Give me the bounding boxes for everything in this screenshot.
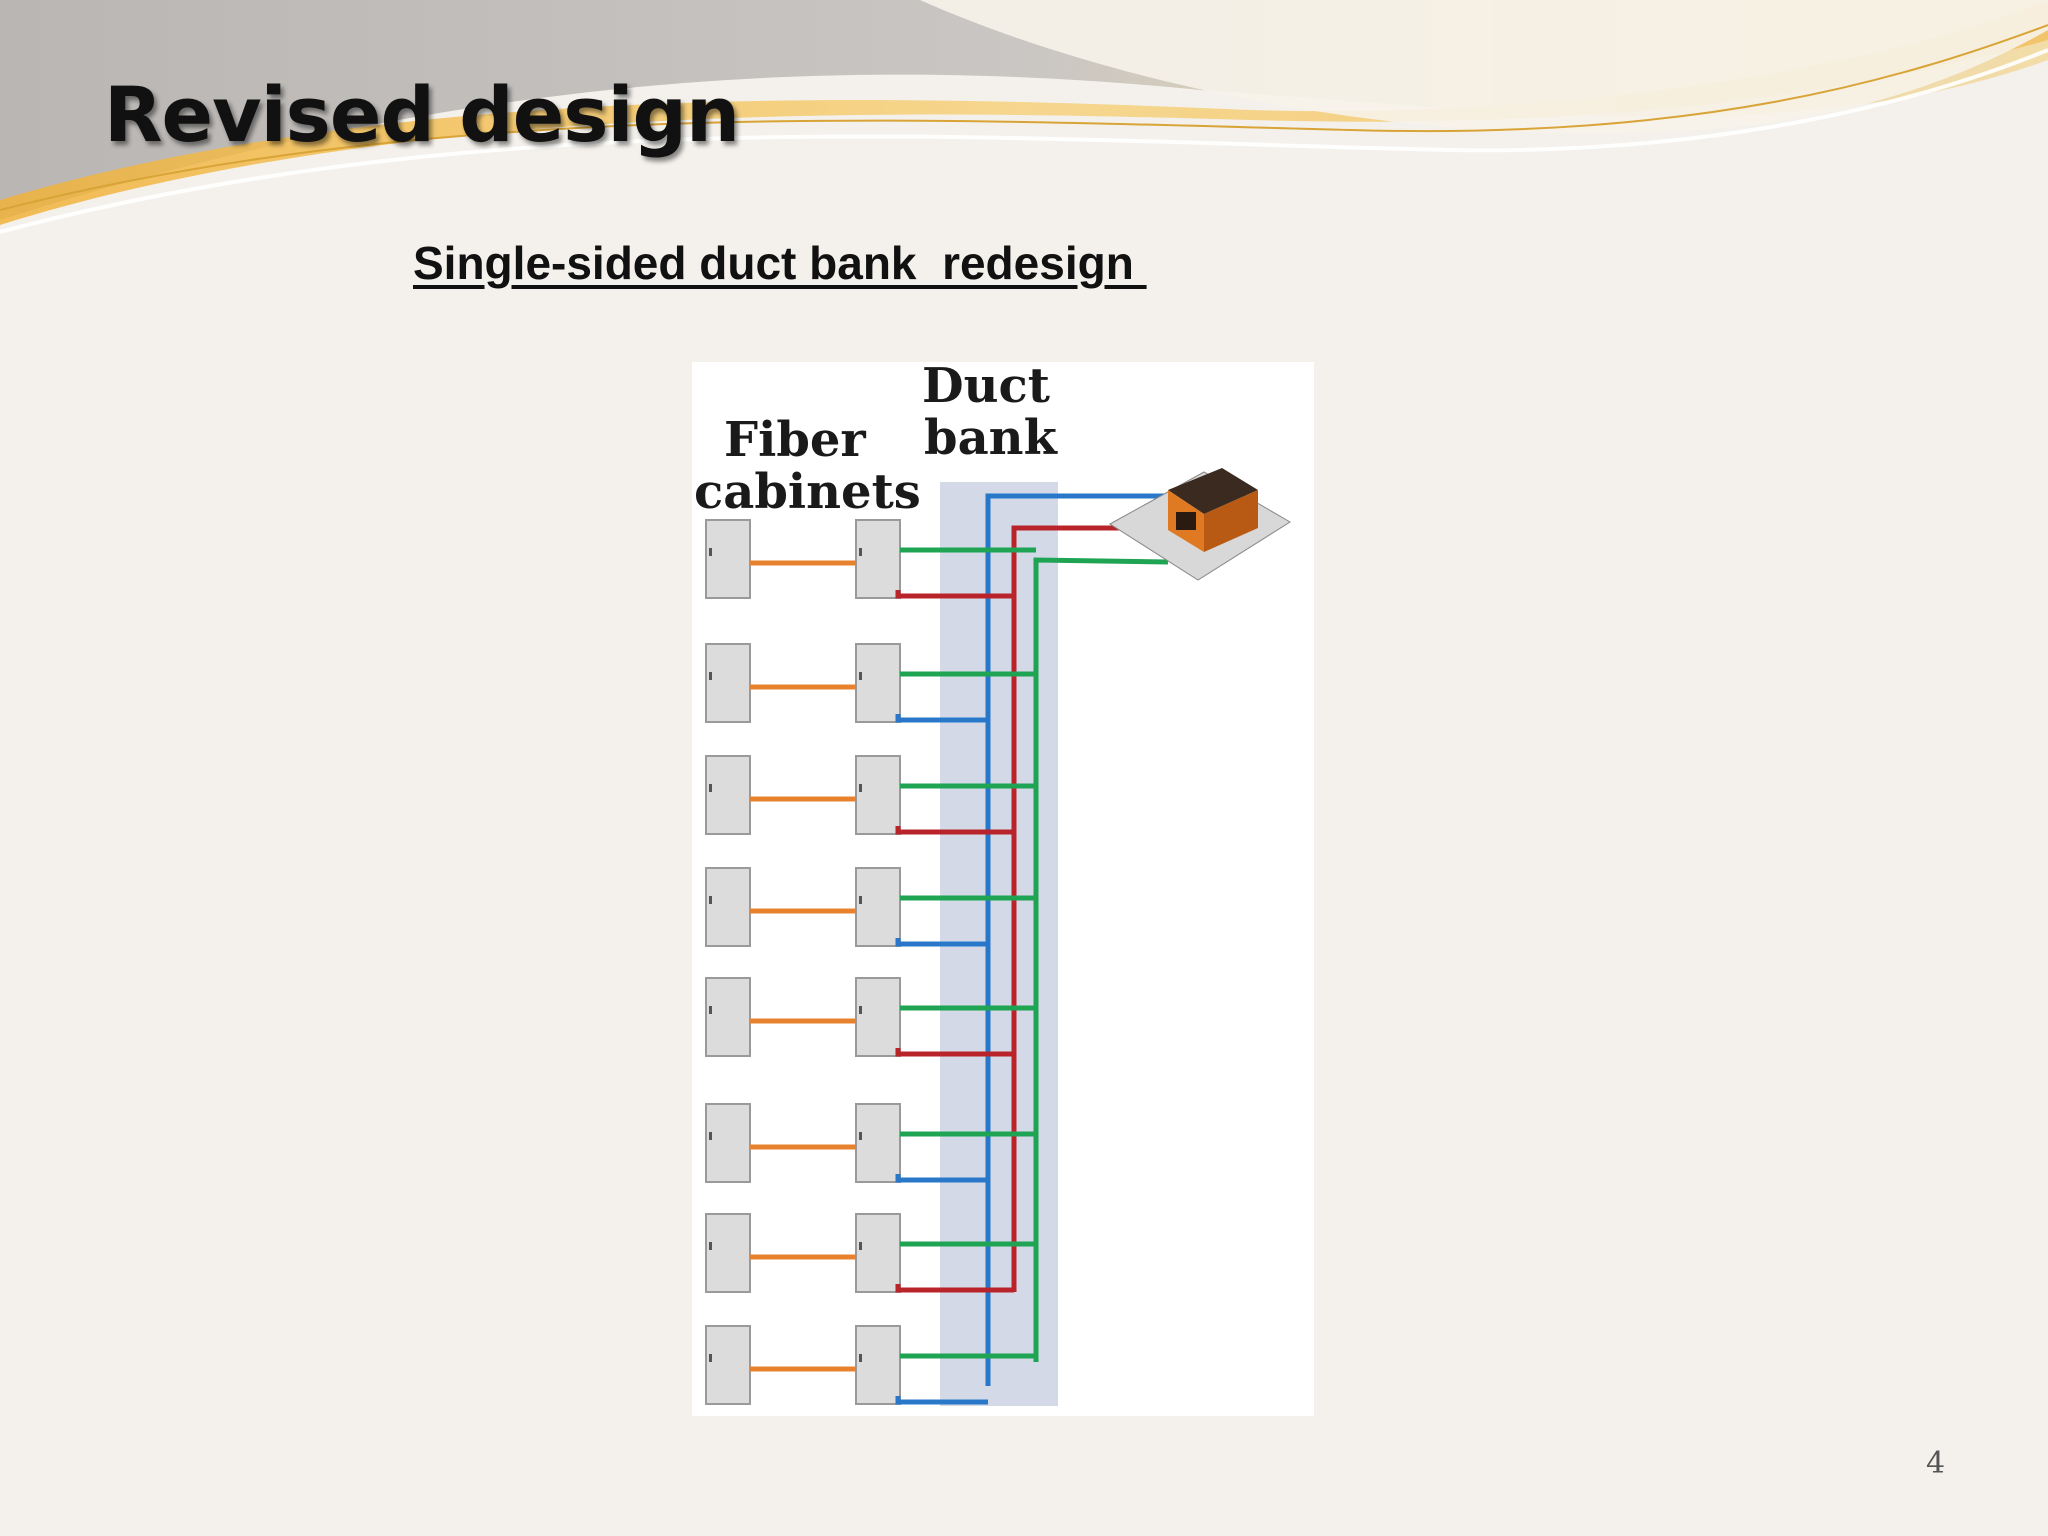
red-branch-line — [895, 590, 1014, 599]
left-fiber-cabinet — [705, 1213, 751, 1293]
left-cabinet-handle — [709, 1006, 712, 1014]
right-cabinet-handle — [859, 1354, 862, 1362]
fiber-cabinets-label-line1: Fiber — [724, 412, 866, 468]
left-cabinet-handle — [709, 1242, 712, 1250]
header-swoosh-decoration — [0, 0, 2048, 234]
slide-subtitle: Single-sided duct bank redesign — [413, 237, 1147, 289]
right-cabinet-handle — [859, 1006, 862, 1014]
blue-trunk-line — [985, 493, 1168, 1386]
left-cabinet-handle — [709, 896, 712, 904]
left-fiber-cabinet — [705, 1103, 751, 1183]
right-cabinet-handle — [859, 1132, 862, 1140]
duct-bank-diagram: Duct bank Fiber cabinets — [692, 362, 1314, 1416]
right-cabinet-handle — [859, 784, 862, 792]
right-fiber-cabinet — [855, 519, 901, 599]
left-fiber-cabinet — [705, 1325, 751, 1405]
right-fiber-cabinet — [855, 1103, 901, 1183]
duct-bank-label-line1: Duct — [922, 362, 1050, 414]
right-cabinet-handle — [859, 548, 862, 556]
right-fiber-cabinet — [855, 977, 901, 1057]
cabinet-grid — [705, 519, 1036, 1405]
blue-branch-line — [895, 1396, 988, 1405]
left-cabinet-handle — [709, 672, 712, 680]
left-fiber-cabinet — [705, 519, 751, 599]
right-cabinet-handle — [859, 896, 862, 904]
left-fiber-cabinet — [705, 867, 751, 947]
blue-branch-line — [895, 714, 988, 723]
left-fiber-cabinet — [705, 643, 751, 723]
right-cabinet-handle — [859, 1242, 862, 1250]
right-fiber-cabinet — [855, 643, 901, 723]
red-branch-line — [895, 1284, 1014, 1293]
page-number: 4 — [1926, 1446, 1946, 1481]
diagram-canvas: Duct bank Fiber cabinets — [692, 362, 1314, 1416]
right-fiber-cabinet — [855, 755, 901, 835]
building-icon — [1109, 468, 1291, 581]
left-fiber-cabinet — [705, 977, 751, 1057]
right-fiber-cabinet — [855, 1213, 901, 1293]
left-cabinet-handle — [709, 784, 712, 792]
left-cabinet-handle — [709, 548, 712, 556]
slide-title: Revised design — [104, 70, 740, 159]
red-branch-line — [895, 1048, 1014, 1057]
fiber-cabinets-label-line2: cabinets — [694, 464, 921, 520]
blue-branch-line — [895, 1174, 988, 1183]
right-fiber-cabinet — [855, 867, 901, 947]
left-cabinet-handle — [709, 1354, 712, 1362]
right-fiber-cabinet — [855, 1325, 901, 1405]
duct-bank-label-line2: bank — [924, 410, 1059, 466]
left-fiber-cabinet — [705, 755, 751, 835]
green-trunk-line — [1033, 557, 1169, 1362]
red-branch-line — [895, 826, 1014, 835]
left-cabinet-handle — [709, 1132, 712, 1140]
blue-branch-line — [895, 938, 988, 947]
right-cabinet-handle — [859, 672, 862, 680]
